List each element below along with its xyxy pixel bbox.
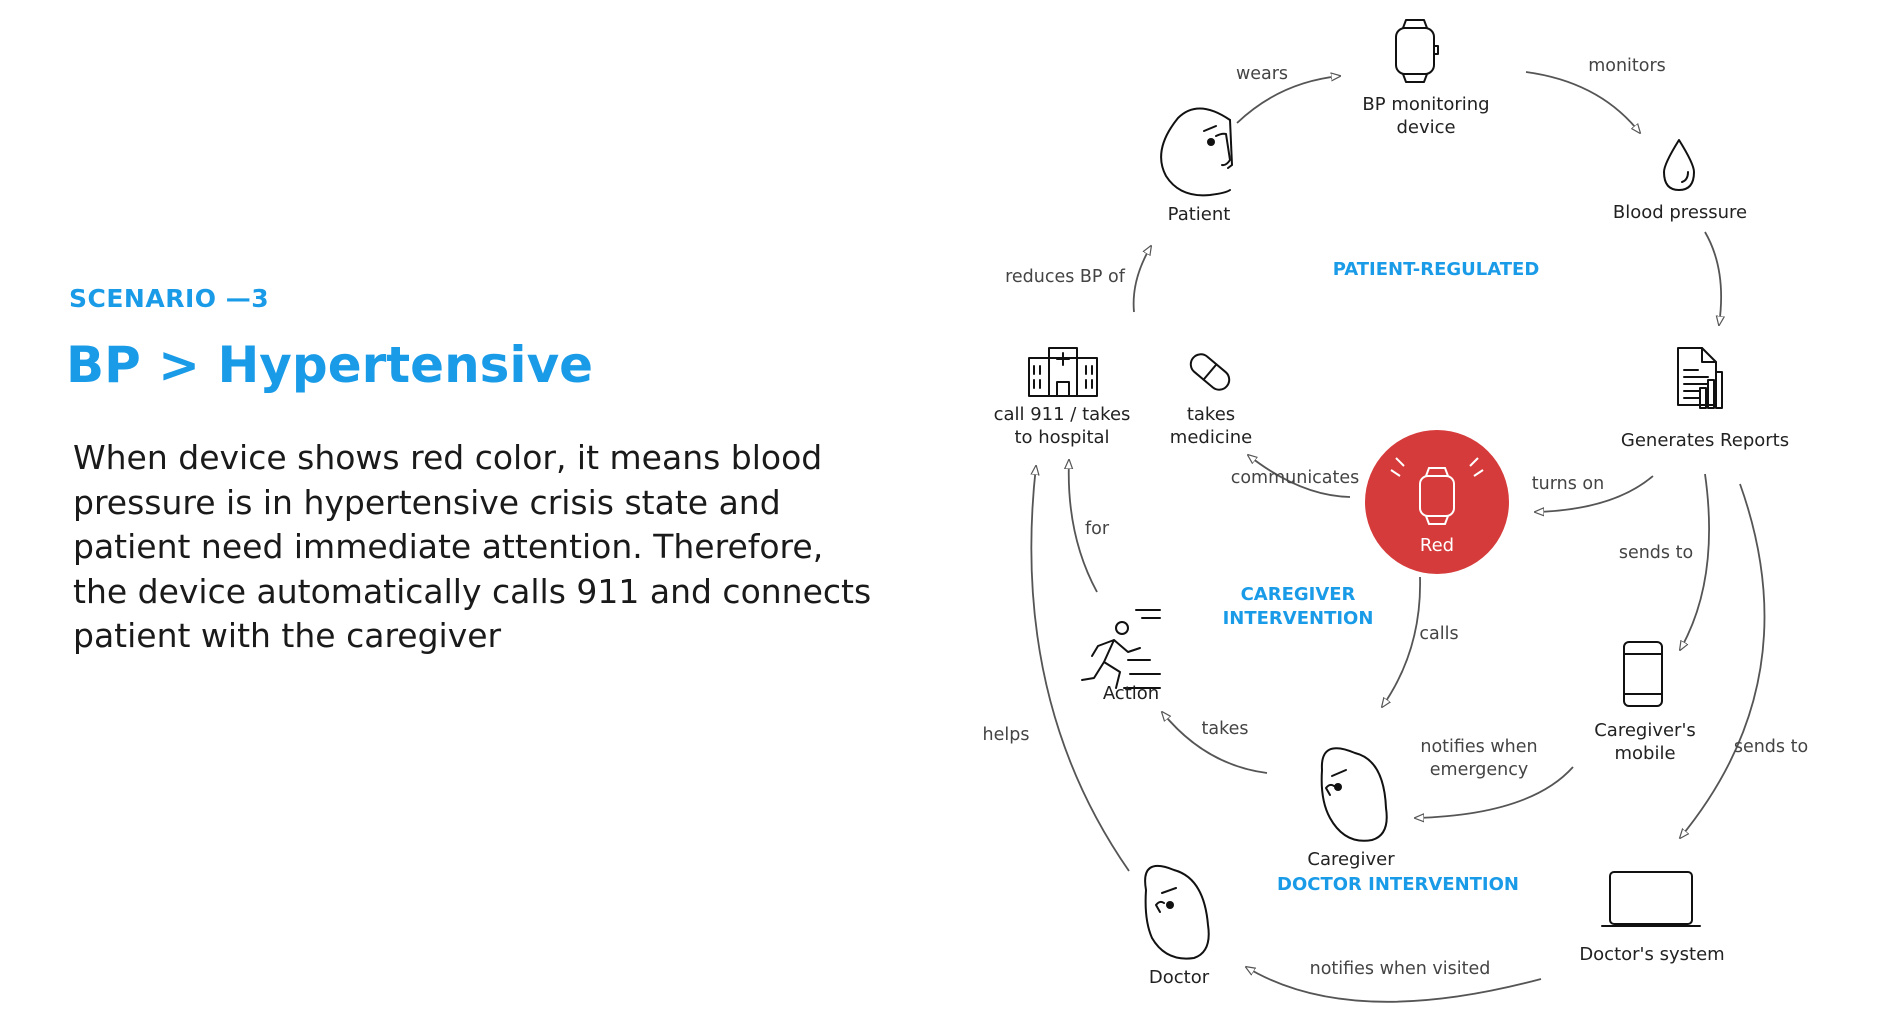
red-status-circle (1365, 430, 1509, 574)
scenario-title: BP > Hypertensive (66, 336, 594, 394)
red-status-label: Red (1420, 535, 1454, 556)
edge-label-takes: takes (1202, 719, 1249, 739)
medicine-node: takes medicine (1170, 353, 1252, 448)
blood-drop-icon (1663, 139, 1695, 191)
scenario-panel: SCENARIO —3 BP > Hypertensive When devic… (0, 0, 900, 1036)
edge-label-wears: wears (1236, 64, 1288, 84)
bp-device-node: BP monitoring device (1362, 19, 1490, 138)
edge-sends-mobile-arrow (1680, 473, 1710, 650)
reports-node: Generates Reports (1621, 347, 1789, 451)
edge-communicates-arrow (1248, 455, 1351, 498)
edge-bp-reports-arrow (1704, 231, 1721, 325)
edge-label-for: for (1085, 519, 1110, 539)
running-person-icon (1081, 609, 1161, 689)
doctor-face-icon (1144, 865, 1210, 960)
edge-label-communicates: communicates (1231, 468, 1360, 488)
edge-calls-arrow (1382, 576, 1421, 707)
scenario-label: SCENARIO —3 (69, 284, 270, 313)
edge-label-reduces: reduces BP of (1005, 267, 1126, 287)
patient-face-icon (1160, 107, 1233, 197)
edge-label-notifies-emergency-line2: emergency (1430, 760, 1528, 780)
edge-sends-system-arrow (1680, 483, 1766, 838)
watch-alert-icon (1390, 457, 1484, 525)
edge-turns-on-arrow (1535, 475, 1654, 512)
edge-wears-arrow (1236, 76, 1340, 124)
mobile-phone-icon (1623, 641, 1663, 707)
red-status-node: Red (1365, 430, 1509, 574)
scenario-description: When device shows red color, it means bl… (73, 438, 872, 655)
caregiver-mobile-label-line1: Caregiver's (1594, 720, 1696, 741)
action-node: Action (1081, 609, 1161, 704)
edge-notifies-emergency-arrow (1415, 766, 1574, 818)
hospital-label-line1: call 911 / takes (994, 404, 1131, 425)
section-caregiver-intervention-line1: CAREGIVER (1241, 584, 1356, 605)
edge-label-monitors: monitors (1588, 56, 1666, 76)
blood-pressure-node: Blood pressure (1613, 139, 1747, 223)
doctor-node: Doctor (1144, 865, 1210, 988)
section-patient-regulated: PATIENT-REGULATED (1333, 259, 1540, 280)
edge-label-sends-to-mobile: sends to (1619, 543, 1693, 563)
caregiver-face-icon (1320, 747, 1388, 842)
hospital-icon (1028, 347, 1098, 397)
medicine-label-line2: medicine (1170, 427, 1252, 448)
reports-label: Generates Reports (1621, 430, 1789, 451)
blood-pressure-label: Blood pressure (1613, 202, 1747, 223)
caregiver-node: Caregiver (1307, 747, 1395, 870)
bp-device-label-line1: BP monitoring (1362, 94, 1489, 115)
hospital-label-line2: to hospital (1014, 427, 1109, 448)
edge-label-sends-to-system: sends to (1734, 737, 1808, 757)
section-doctor-intervention: DOCTOR INTERVENTION (1277, 874, 1519, 895)
doctors-system-node: Doctor's system (1579, 871, 1725, 965)
edge-for-arrow (1069, 460, 1098, 593)
pill-icon (1189, 353, 1231, 391)
caregiver-label: Caregiver (1307, 849, 1395, 870)
caregiver-mobile-label-line2: mobile (1614, 743, 1675, 764)
medicine-label-line1: takes (1187, 404, 1235, 425)
bp-device-label-line2: device (1396, 117, 1455, 138)
doctors-system-label: Doctor's system (1579, 944, 1724, 965)
doctor-label: Doctor (1149, 967, 1210, 988)
caregiver-mobile-node: Caregiver's mobile (1594, 641, 1696, 764)
edge-label-turns-on: turns on (1532, 474, 1604, 494)
edge-monitors-arrow (1525, 71, 1640, 133)
edge-notifies-visited-arrow (1246, 967, 1542, 1003)
edge-label-notifies-visited: notifies when visited (1310, 959, 1491, 979)
section-caregiver-intervention-line2: INTERVENTION (1223, 608, 1374, 629)
edge-takes-arrow (1162, 712, 1268, 774)
edge-label-helps: helps (983, 725, 1030, 745)
edge-label-notifies-emergency-line1: notifies when (1420, 737, 1537, 757)
patient-label: Patient (1168, 204, 1231, 225)
patient-node: Patient (1160, 107, 1233, 225)
edge-label-calls: calls (1419, 624, 1458, 644)
laptop-icon (1601, 871, 1701, 927)
action-label: Action (1103, 683, 1159, 704)
edge-helps-arrow (1031, 466, 1130, 872)
hospital-node: call 911 / takes to hospital (994, 347, 1131, 448)
report-document-icon (1677, 347, 1723, 409)
smartwatch-icon (1395, 19, 1439, 83)
edge-reduces-arrow (1132, 246, 1151, 313)
